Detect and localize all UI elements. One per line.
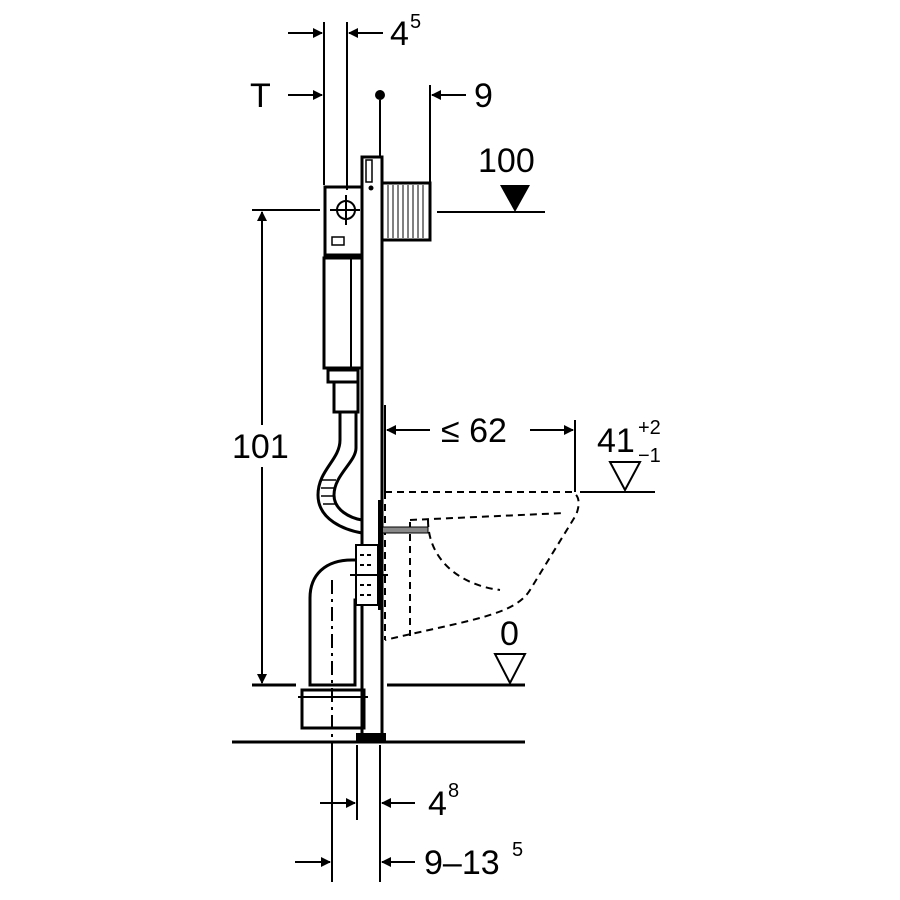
dimension-4-5: 4 5 (288, 11, 421, 53)
rim-height-41: 41 +2 −1 (580, 417, 661, 493)
frame (356, 155, 386, 742)
dim-label: 4 (390, 15, 409, 53)
top-extension-lines (323, 22, 431, 190)
dim-label: 101 (232, 428, 289, 466)
dim-sub: −1 (638, 445, 661, 467)
dim-label: 41 (597, 422, 635, 460)
drain-elbow (298, 544, 388, 780)
dim-label: T (250, 77, 271, 115)
floor-level-0: 0 (232, 615, 527, 744)
dim-label: 9–13 (424, 844, 500, 882)
dim-label: ≤ 62 (441, 412, 507, 450)
dim-sup: +2 (638, 417, 661, 439)
dimension-9-13-5: 9–13 5 (295, 839, 523, 882)
bottom-extension-lines (331, 745, 381, 882)
connection-box (380, 181, 432, 242)
dimension-4-8: 4 8 (320, 780, 459, 823)
dim-sup: 5 (512, 839, 523, 861)
dim-label: 9 (474, 77, 493, 115)
dim-sup: 5 (410, 11, 421, 33)
dimension-101: 101 (228, 209, 320, 684)
dimension-max-62: ≤ 62 (384, 405, 576, 492)
dim-sup: 8 (448, 780, 459, 802)
dimension-9: 9 (431, 77, 493, 115)
cistern (322, 185, 364, 414)
dim-label: 4 (428, 785, 447, 823)
flush-pipe (316, 412, 363, 535)
level-100: 100 (437, 142, 545, 213)
dimension-T: T (250, 77, 323, 115)
toilet-outline (378, 491, 580, 641)
dim-label: 100 (478, 142, 535, 180)
dim-label: 0 (500, 615, 519, 653)
